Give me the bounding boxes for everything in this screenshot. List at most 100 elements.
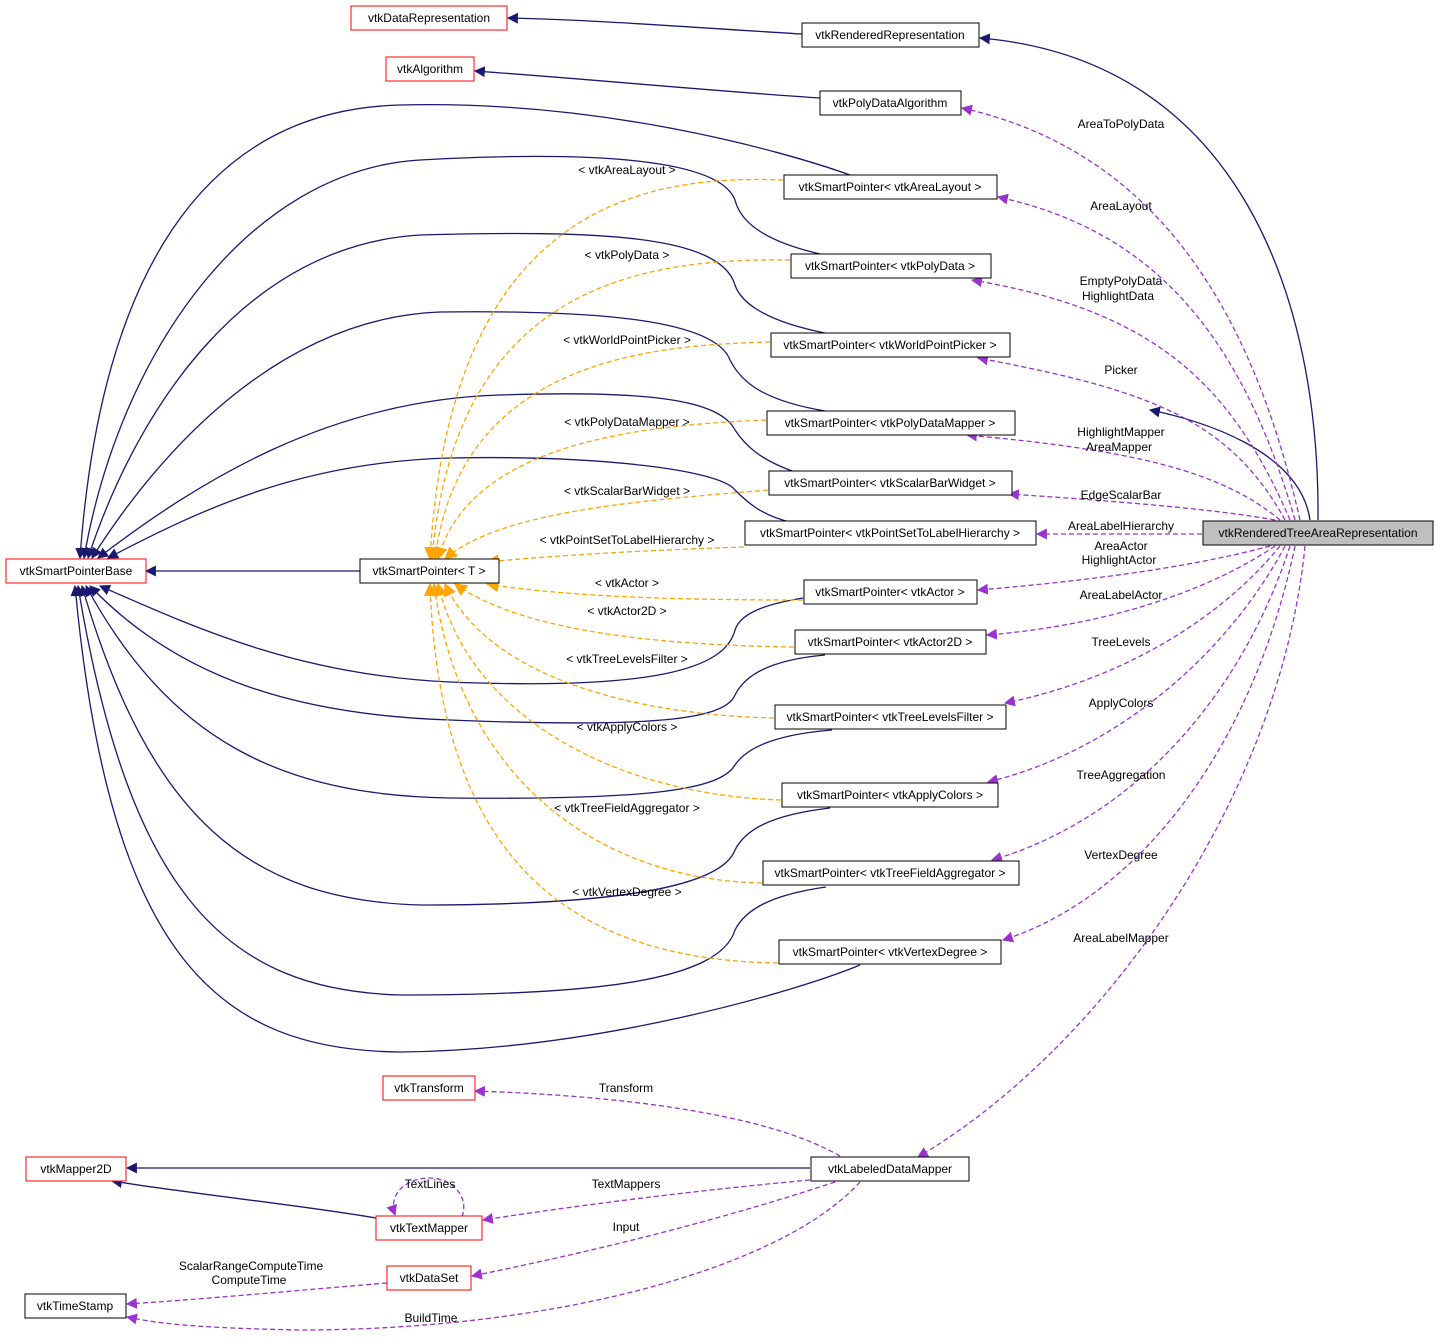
edge-sptreelevels-spbase (85, 585, 833, 799)
edge-spscalar-spbase (97, 393, 796, 559)
edge-tmpl-arealayout (424, 178, 784, 561)
node-sp-polydata[interactable]: vtkSmartPointer< vtkPolyData > (790, 253, 992, 279)
edge-tmpl-polymapper (434, 419, 767, 561)
label-t-treelevels: < vtkTreeLevelsFilter > (566, 652, 688, 666)
label-areaactor: AreaActor (1094, 539, 1147, 553)
edge-use-textlines (386, 1177, 465, 1218)
label-highlightactor: HighlightActor (1082, 553, 1157, 567)
edge-spapplycolors-spbase (79, 584, 831, 906)
label-t-scalarbar: < vtkScalarBarWidget > (564, 484, 690, 498)
node-sp-actor[interactable]: vtkSmartPointer< vtkActor > (803, 579, 978, 605)
label-t-actor2d: < vtkActor2D > (587, 604, 666, 618)
node-sp-applycolors[interactable]: vtkSmartPointer< vtkApplyColors > (781, 782, 999, 808)
node-label: vtkDataRepresentation (368, 11, 490, 25)
node-label: vtkRenderedRepresentation (815, 28, 964, 42)
label-t-actor: < vtkActor > (595, 576, 659, 590)
edge-use-textmappers (481, 1179, 811, 1224)
node-vtktransform[interactable]: vtkTransform (382, 1075, 476, 1101)
node-vtkrenderedrepresentation[interactable]: vtkRenderedRepresentation (801, 22, 980, 48)
label-arealabelmapper: AreaLabelMapper (1073, 931, 1168, 945)
edge-use-vertexdeg (1001, 545, 1296, 943)
node-label: vtkSmartPointer< vtkAreaLayout > (799, 180, 982, 194)
label-areamapper: AreaMapper (1086, 440, 1152, 454)
node-sp-treefieldaggregator[interactable]: vtkSmartPointer< vtkTreeFieldAggregator … (762, 860, 1020, 886)
node-label: vtkMapper2D (40, 1162, 112, 1176)
edge-tmpl-actor2d (453, 583, 795, 648)
edge-use-polydata (970, 276, 1291, 521)
node-label: vtkSmartPointer< vtkTreeLevelsFilter > (787, 710, 994, 724)
label-arealabelactor: AreaLabelActor (1080, 588, 1163, 602)
edge-use-applycolors (986, 545, 1286, 786)
node-sp-treelevelsfilter[interactable]: vtkSmartPointer< vtkTreeLevelsFilter > (774, 704, 1007, 730)
edge-tmpl-treefield (429, 582, 763, 884)
edge-sppolymapper-spbase (91, 311, 826, 559)
label-t-treefield: < vtkTreeFieldAggregator > (554, 801, 700, 815)
node-label: vtkAlgorithm (397, 62, 463, 76)
node-sp-pointsettolabelhierarchy[interactable]: vtkSmartPointer< vtkPointSetToLabelHiera… (744, 520, 1037, 546)
edge-tmpl-picker (430, 341, 771, 561)
edge-use-polymapper (965, 430, 1281, 521)
node-label: vtkSmartPointer< vtkVertexDegree > (793, 945, 988, 959)
node-sp-worldpointpicker[interactable]: vtkSmartPointer< vtkWorldPointPicker > (770, 332, 1011, 358)
node-label: vtkTextMapper (390, 1221, 468, 1235)
label-transform: Transform (599, 1081, 653, 1095)
node-label: vtkLabeledDataMapper (828, 1162, 952, 1176)
edge-use-actor2d (985, 545, 1276, 640)
edge-use-treelevels (1003, 545, 1281, 707)
label-buildtime: BuildTime (405, 1311, 458, 1325)
label-input: Input (613, 1220, 640, 1234)
label-scalarrange: ScalarRangeComputeTime (179, 1259, 324, 1273)
label-t-polydata: < vtkPolyData > (585, 248, 670, 262)
edge-use-scalarrange (125, 1282, 388, 1309)
node-sp-scalarbarwidget[interactable]: vtkSmartPointer< vtkScalarBarWidget > (768, 470, 1013, 496)
node-sp-vertexdegree[interactable]: vtkSmartPointer< vtkVertexDegree > (778, 939, 1002, 965)
node-label: vtkSmartPointer< vtkPolyData > (805, 259, 975, 273)
node-sp-polydatamapper[interactable]: vtkSmartPointer< vtkPolyDataMapper > (766, 410, 1016, 436)
edge-spvertex-spbase (70, 584, 861, 1053)
edge-tmpl-vertexdeg (423, 582, 779, 964)
label-vertexdegree: VertexDegree (1084, 848, 1158, 862)
edge-spactor-spbase (98, 584, 804, 685)
node-label: vtkRenderedTreeAreaRepresentation (1218, 526, 1417, 540)
node-vtkalgorithm[interactable]: vtkAlgorithm (385, 56, 475, 82)
label-emptypolydata: EmptyPolyData (1080, 274, 1163, 288)
label-edgescalarbar: EdgeScalarBar (1081, 488, 1162, 502)
node-sp-actor2d[interactable]: vtkSmartPointer< vtkActor2D > (794, 629, 987, 655)
edge-use-transform (473, 1085, 841, 1157)
edge-use-actor (976, 545, 1271, 595)
label-treeaggregation: TreeAggregation (1077, 768, 1166, 782)
label-arealabelhierarchy: AreaLabelHierarchy (1068, 519, 1174, 533)
node-vtkdataset[interactable]: vtkDataSet (386, 1265, 472, 1291)
label-t-vertexdeg: < vtkVertexDegree > (572, 885, 681, 899)
node-vtkrenderedtreearearepresentation[interactable]: vtkRenderedTreeAreaRepresentation (1202, 520, 1434, 546)
edge-sppicker-spbase (85, 232, 826, 560)
node-label: vtkSmartPointer< T > (373, 564, 486, 578)
node-vtktimestamp[interactable]: vtkTimeStamp (24, 1293, 127, 1319)
node-sp-t[interactable]: vtkSmartPointer< T > (359, 558, 500, 584)
edge-tmpl-pointset (485, 546, 745, 568)
edge-labels: AreaToPolyData AreaLayout EmptyPolyData … (179, 117, 1174, 1325)
node-vtkpolydataalgorithm[interactable]: vtkPolyDataAlgorithm (819, 90, 962, 116)
edge-main-renderedrep (978, 33, 1319, 521)
node-label: vtkDataSet (400, 1271, 459, 1285)
label-textlines: TextLines (405, 1177, 456, 1191)
node-label: vtkPolyDataAlgorithm (833, 96, 948, 110)
node-vtksmartpointerbase[interactable]: vtkSmartPointerBase (5, 558, 147, 584)
edge-tmpl-actor (485, 579, 804, 601)
edge-use-treefield (990, 545, 1291, 863)
label-t-applycolors: < vtkApplyColors > (577, 720, 678, 734)
node-vtktextmapper[interactable]: vtkTextMapper (375, 1215, 483, 1241)
label-highlightmapper: HighlightMapper (1077, 425, 1164, 439)
node-vtkmapper2d[interactable]: vtkMapper2D (25, 1156, 127, 1182)
node-sp-arealayout[interactable]: vtkSmartPointer< vtkAreaLayout > (783, 174, 998, 200)
edge-sparealayout-spbase (75, 104, 851, 560)
node-vtkdatarepresentation[interactable]: vtkDataRepresentation (350, 5, 508, 31)
label-t-polymapper: < vtkPolyDataMapper > (564, 415, 689, 429)
label-t-pointset: < vtkPointSetToLabelHierarchy > (540, 533, 715, 547)
node-label: vtkTimeStamp (37, 1299, 114, 1313)
nodes: vtkDataRepresentation vtkRenderedReprese… (5, 5, 1434, 1319)
node-vtklabeleddatamapper[interactable]: vtkLabeledDataMapper (810, 1156, 970, 1182)
label-computetime: ComputeTime (212, 1273, 287, 1287)
edge-use-buildtime (125, 1181, 861, 1331)
